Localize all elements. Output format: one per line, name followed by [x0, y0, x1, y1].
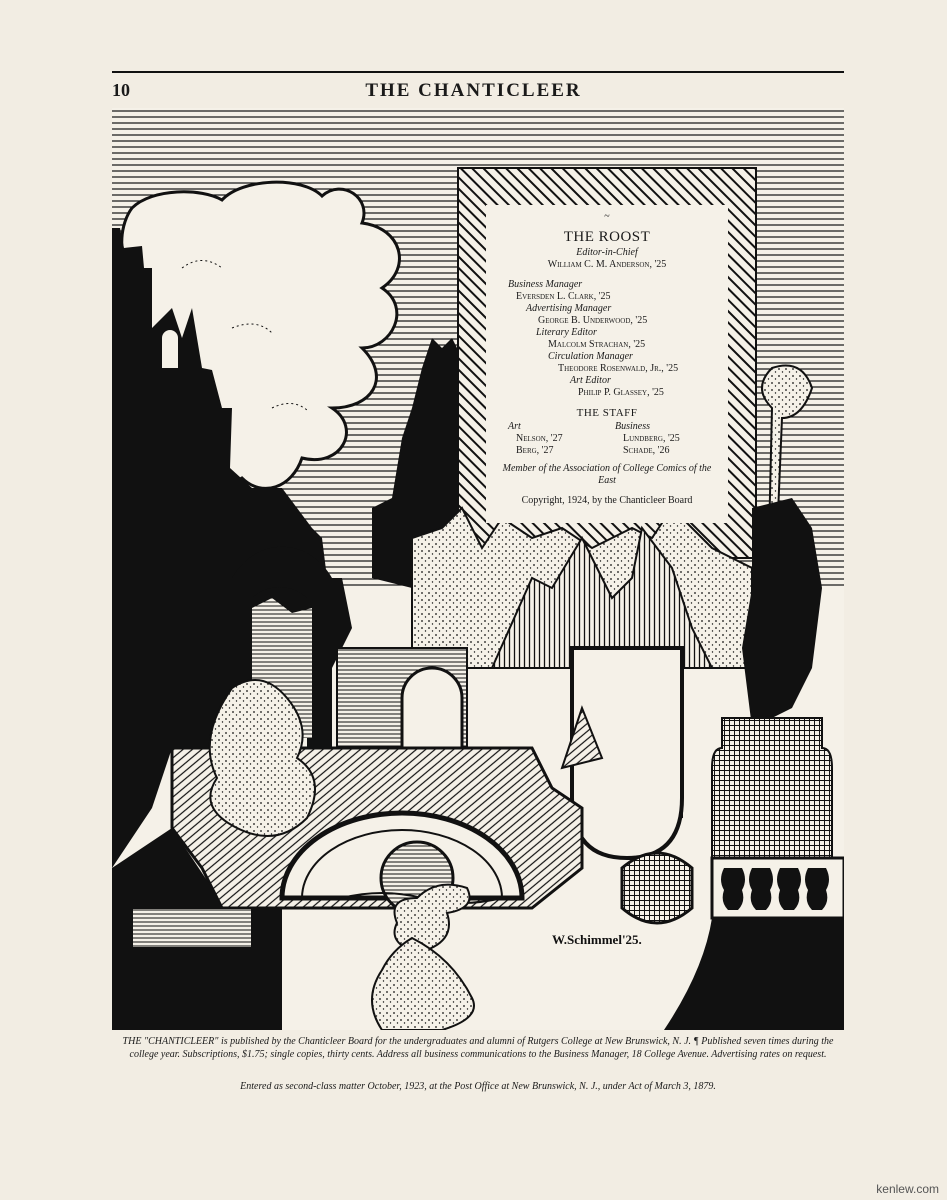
- staff-business-member: Schade, '26: [623, 445, 670, 456]
- watermark: kenlew.com: [876, 1182, 939, 1196]
- art-name: Philip P. Glassey, '25: [578, 387, 664, 398]
- staff-art-member: Berg, '27: [516, 445, 554, 456]
- advertising-label: Advertising Manager: [526, 303, 612, 314]
- staff-business-label: Business: [615, 421, 650, 432]
- roost-masthead: ~ THE ROOST Editor-in-Chief William C. M…: [486, 205, 728, 523]
- circulation-name: Theodore Rosenwald, Jr., '25: [558, 363, 679, 374]
- publication-notice: THE "CHANTICLEER" is published by the Ch…: [122, 1036, 834, 1060]
- roost-title: THE ROOST: [563, 229, 651, 245]
- illustration: W.Schimmel'25.: [112, 108, 844, 1030]
- staff-business-member: Lundberg, '25: [623, 433, 680, 444]
- top-rule: [112, 71, 844, 73]
- staff-art-member: Nelson, '27: [516, 433, 563, 444]
- business-label: Business Manager: [508, 279, 583, 290]
- artist-signature: W.Schimmel'25.: [552, 932, 642, 947]
- business-name: Eversden L. Clark, '25: [516, 291, 611, 302]
- literary-name: Malcolm Strachan, '25: [548, 339, 646, 350]
- page-title: THE CHANTICLEER: [365, 80, 582, 101]
- staff-title: THE STAFF: [576, 407, 638, 419]
- ornament-icon: ~: [604, 211, 610, 222]
- art-label: Art Editor: [570, 375, 611, 386]
- postal-entry-notice: Entered as second-class matter October, …: [240, 1081, 716, 1092]
- editor-label: Editor-in-Chief: [576, 247, 638, 258]
- page-number: 10: [112, 80, 130, 100]
- circulation-label: Circulation Manager: [548, 351, 633, 362]
- staff-grid: Art Business Nelson, '27 Lundberg, '25 B…: [486, 421, 728, 457]
- association-note: Member of the Association of College Com…: [502, 463, 712, 486]
- advertising-name: George B. Underwood, '25: [538, 315, 648, 326]
- copyright-note: Copyright, 1924, by the Chanticleer Boar…: [521, 495, 693, 506]
- literary-label: Literary Editor: [536, 327, 597, 338]
- editor-name: William C. M. Anderson, '25: [547, 259, 667, 270]
- staff-art-label: Art: [508, 421, 521, 432]
